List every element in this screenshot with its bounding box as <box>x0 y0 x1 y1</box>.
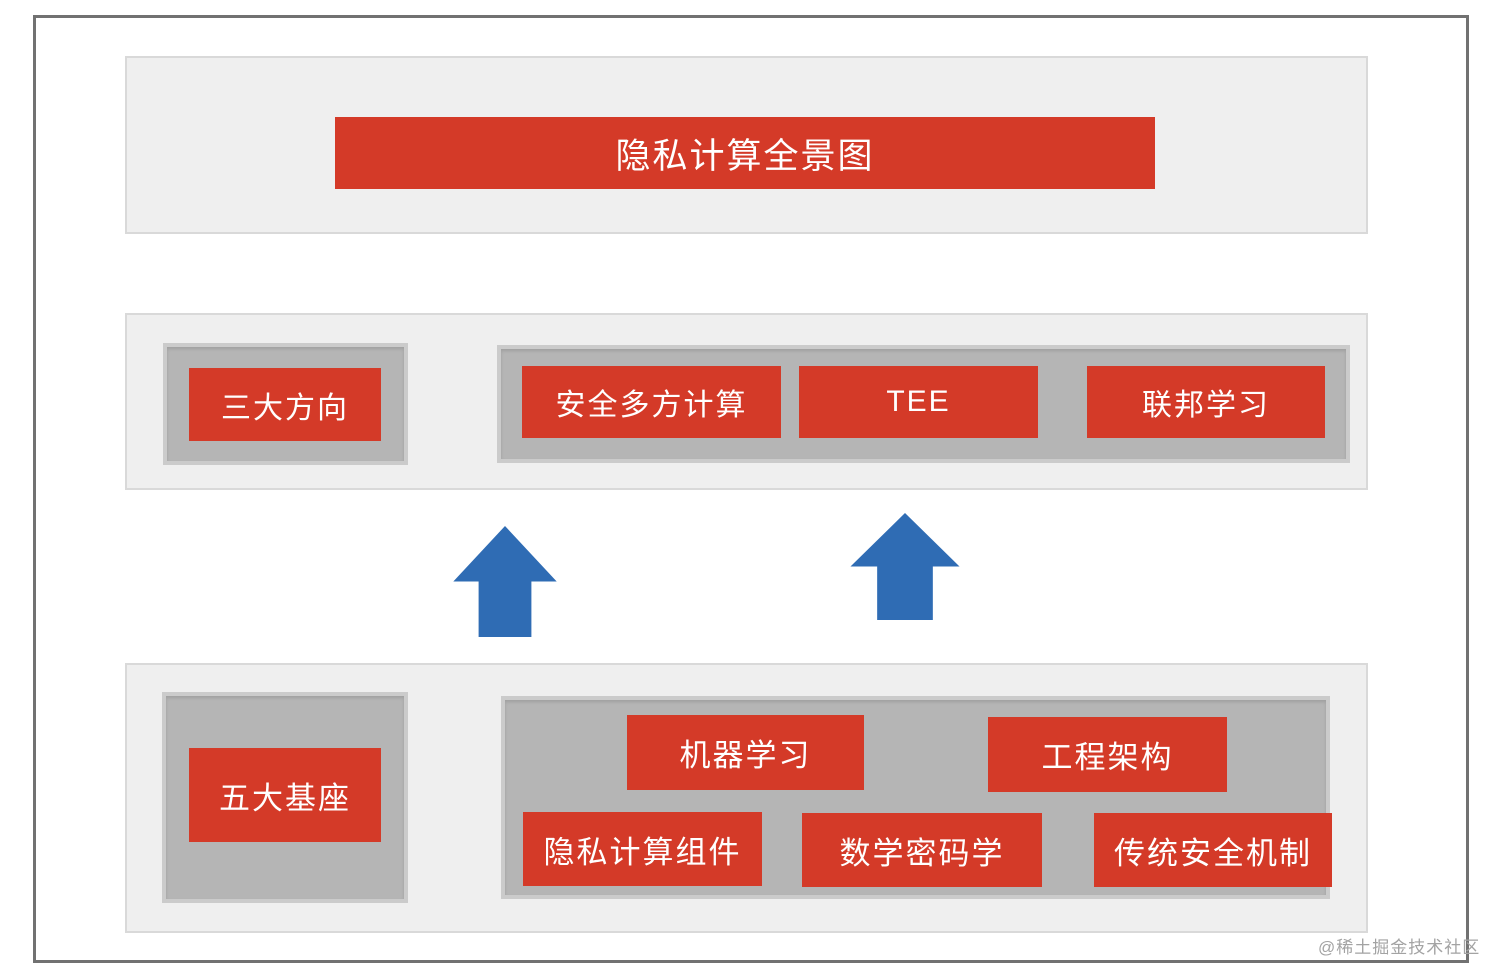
foundation-item-engineering-architecture: 工程架构 <box>988 717 1227 792</box>
watermark: @稀土掘金技术社区 <box>1318 938 1481 957</box>
foundation-item-privacy-computing-components: 隐私计算组件 <box>523 812 762 886</box>
direction-item-tee: TEE <box>799 366 1038 438</box>
foundation-item-mathematical-cryptography: 数学密码学 <box>802 813 1042 887</box>
foundation-item-machine-learning: 机器学习 <box>627 715 864 790</box>
direction-item-secure-multiparty-computation: 安全多方计算 <box>522 366 781 438</box>
title-banner: 隐私计算全景图 <box>335 117 1155 189</box>
directions-label: 三大方向 <box>189 368 381 441</box>
direction-item-federated-learning: 联邦学习 <box>1087 366 1325 438</box>
foundation-item-traditional-security-mechanisms: 传统安全机制 <box>1094 813 1332 887</box>
foundations-label: 五大基座 <box>189 748 381 842</box>
